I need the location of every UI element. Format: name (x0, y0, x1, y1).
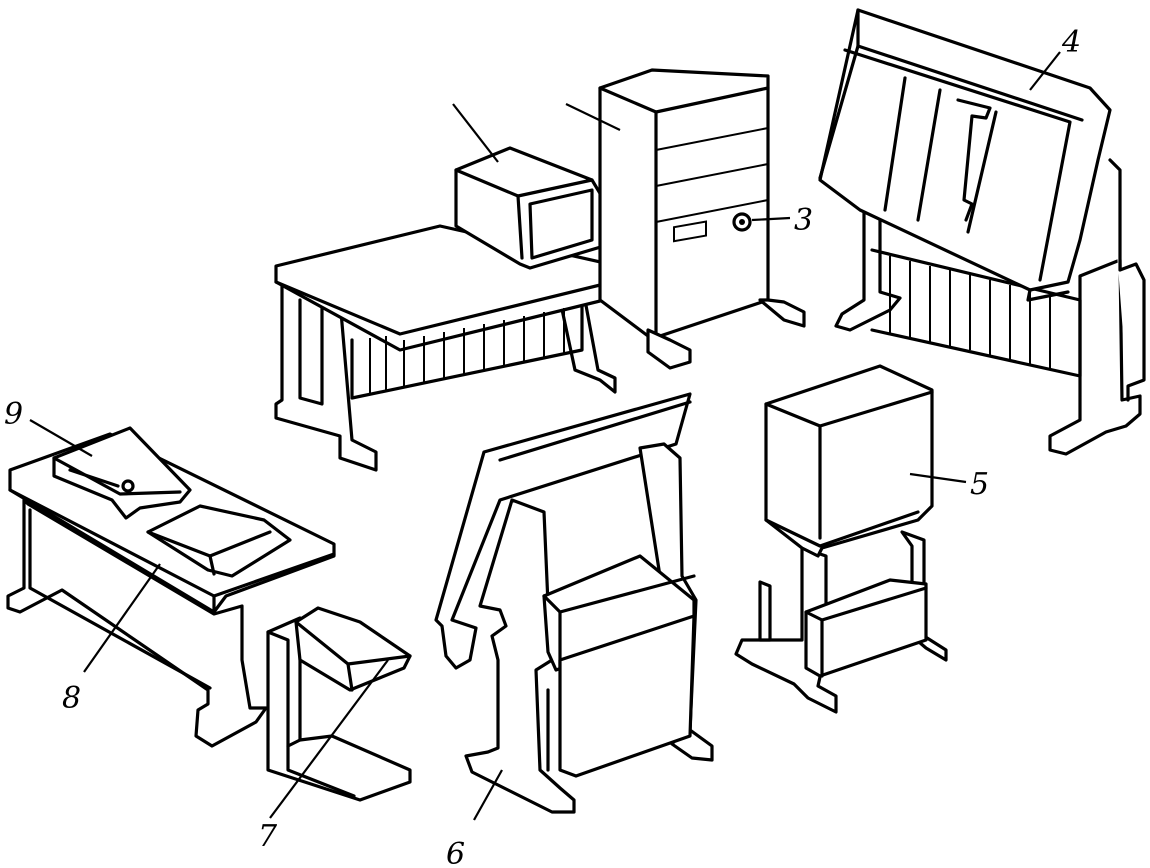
label-4: 4 (1061, 25, 1081, 60)
computer-cabinet: 3 (565, 68, 813, 370)
drafting-desk: 6 (434, 392, 714, 868)
label-7: 7 (258, 819, 278, 854)
digitizer-desk: 9 8 (4, 397, 336, 748)
plotter-board: 4 (818, 8, 1146, 456)
display-workstation (274, 103, 647, 472)
board-slats (889, 256, 1051, 370)
label-8: 8 (62, 681, 81, 716)
label-6: 6 (446, 837, 465, 868)
label-3: 3 (794, 203, 813, 238)
c-frame-stand: 7 (258, 606, 412, 854)
label-9: 9 (4, 397, 23, 432)
stand-unit: 5 (734, 364, 989, 714)
label-5: 5 (970, 467, 989, 502)
desk-slats (369, 308, 565, 394)
